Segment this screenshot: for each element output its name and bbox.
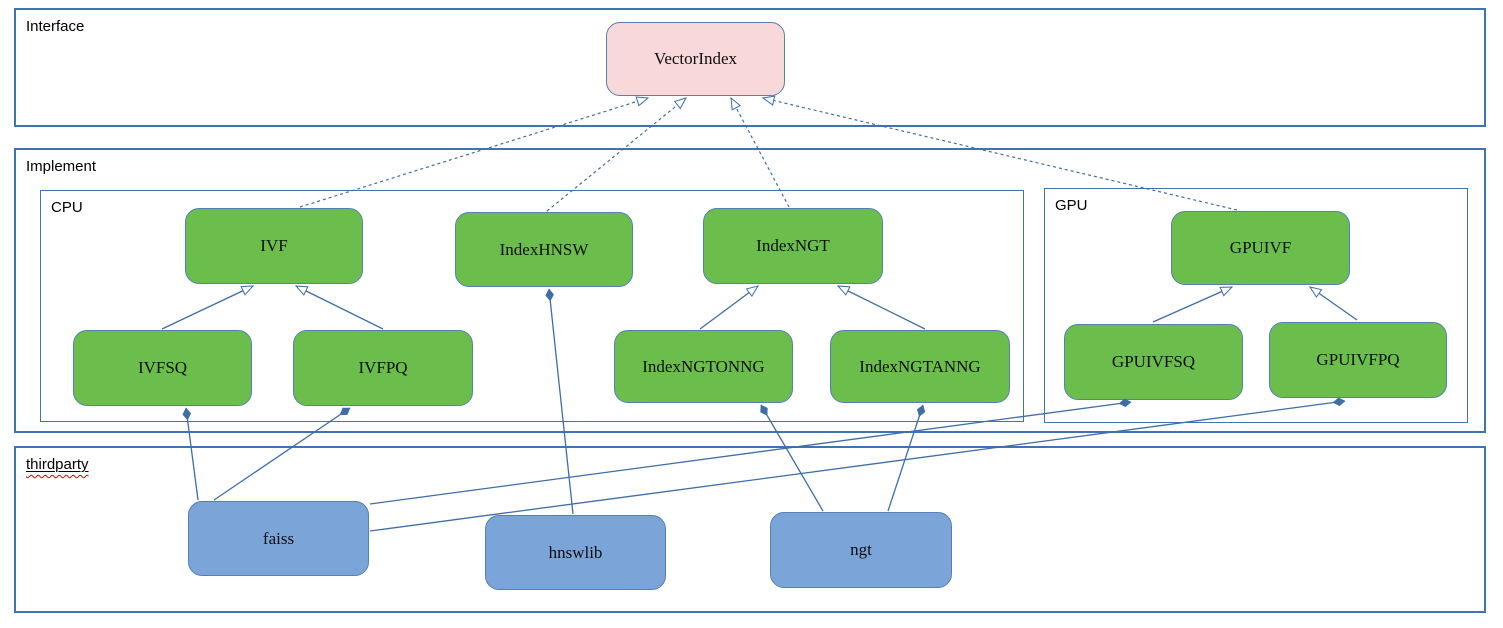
container-gpu[interactable]: GPU (1044, 188, 1468, 423)
node-indexngt-label: IndexNGT (756, 236, 830, 255)
node-gpuivf-label: GPUIVF (1229, 238, 1292, 257)
edge-gpuivf-to-vectorindex[interactable] (761, 95, 1238, 211)
node-hnswlib[interactable]: hnswlib (485, 515, 666, 590)
node-indexngtanng-label: IndexNGTANNG (859, 356, 981, 376)
node-gpuivfpq[interactable]: GPUIVFPQ (1269, 322, 1447, 398)
edge-indexngtonng-to-indexngt[interactable] (699, 285, 760, 330)
node-indexngtanng[interactable]: IndexNGTANNG (830, 330, 1010, 403)
container-implement-label: Implement (26, 158, 97, 175)
edge-ivf-to-vectorindex[interactable] (299, 96, 650, 208)
node-gpuivfsq-label: GPUIVFSQ (1111, 352, 1196, 371)
edge-indexngt-to-vectorindex[interactable] (730, 96, 790, 208)
node-indexhnsw-label: IndexHNSW (499, 239, 589, 259)
edge-gpuivfsq-to-gpuivf[interactable] (1152, 286, 1234, 323)
node-ngt[interactable]: ngt (770, 512, 952, 588)
node-ivfpq[interactable]: IVFPQ (293, 330, 473, 406)
edge-indexhnsw-to-vectorindex[interactable] (546, 97, 688, 212)
node-indexngtonng-label: IndexNGTONNG (642, 356, 765, 376)
edge-faiss-to-ivfpq[interactable] (213, 407, 351, 501)
edge-faiss-to-gpuivfpq[interactable] (369, 397, 1346, 532)
edge-hnswlib-to-indexhnsw[interactable] (545, 288, 574, 515)
node-faiss-label: faiss (262, 528, 295, 548)
container-cpu[interactable]: CPU (40, 190, 1024, 422)
container-interface[interactable]: Interface (14, 8, 1486, 127)
node-indexngt[interactable]: IndexNGT (703, 208, 883, 284)
node-faiss[interactable]: faiss (188, 501, 369, 576)
node-ivfsq[interactable]: IVFSQ (73, 330, 252, 406)
node-gpuivfsq[interactable]: GPUIVFSQ (1064, 324, 1243, 400)
container-thirdparty-label-text: thirdparty (26, 456, 89, 473)
container-cpu-label: CPU (51, 199, 83, 216)
edge-ivfsq-to-ivf[interactable] (161, 285, 255, 330)
edge-ivfpq-to-ivf[interactable] (294, 285, 384, 330)
edge-gpuivfpq-to-gpuivf[interactable] (1308, 286, 1358, 321)
container-thirdparty-label: thirdparty (26, 456, 89, 473)
container-interface-label: Interface (26, 18, 85, 35)
edge-faiss-to-gpuivfsq[interactable] (369, 398, 1132, 505)
container-gpu-label: GPU (1055, 197, 1088, 214)
node-ngt-label: ngt (850, 540, 872, 559)
edge-ngt-to-indexngtonng[interactable] (760, 404, 824, 512)
node-ivfsq-label: IVFSQ (137, 358, 188, 377)
edge-indexngtanng-to-indexngt[interactable] (836, 285, 926, 330)
node-vectorindex-label: VectorIndex (653, 49, 738, 68)
node-gpuivfpq-label: GPUIVFPQ (1316, 350, 1400, 369)
node-gpuivf[interactable]: GPUIVF (1171, 211, 1350, 285)
edge-faiss-to-ivfsq[interactable] (182, 407, 199, 501)
node-indexngtonng[interactable]: IndexNGTONNG (614, 330, 793, 403)
node-ivf[interactable]: IVF (185, 208, 363, 284)
edge-ngt-to-indexngtanng[interactable] (887, 404, 926, 512)
container-implement[interactable]: Implement (14, 148, 1486, 433)
node-vectorindex[interactable]: VectorIndex (606, 22, 785, 96)
container-thirdparty[interactable]: thirdparty (14, 446, 1486, 613)
node-ivfpq-label: IVFPQ (358, 358, 408, 377)
node-indexhnsw[interactable]: IndexHNSW (455, 212, 633, 287)
node-ivf-label: IVF (260, 236, 288, 255)
node-hnswlib-label: hnswlib (548, 542, 603, 562)
